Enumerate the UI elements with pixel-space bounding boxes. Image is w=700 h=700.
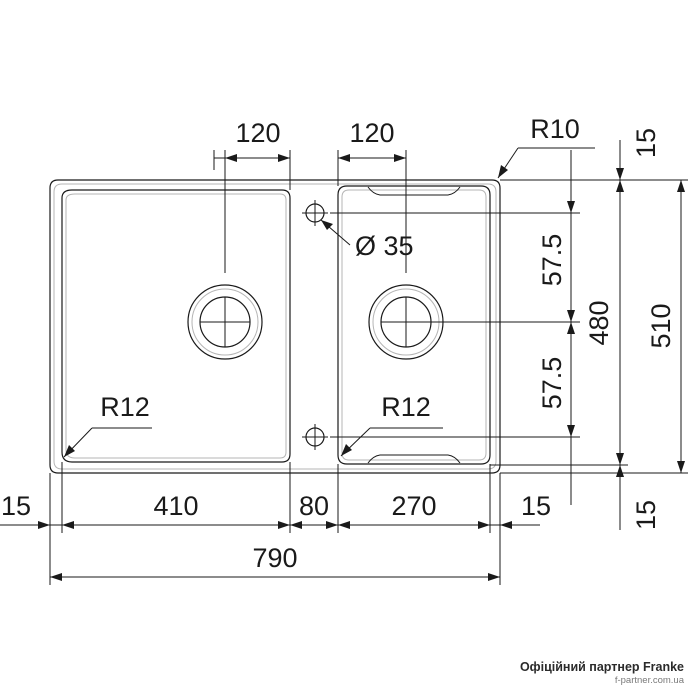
label-left-edge: 15 (1, 491, 31, 521)
label-top-margin: 15 (631, 128, 661, 158)
label-tap-offset-upper: 57.5 (537, 234, 567, 287)
label-right-bowl-width: 270 (391, 491, 436, 521)
leader-right-r12 (340, 427, 443, 457)
partner-url: f-partner.com.ua (614, 675, 684, 686)
dim-bottom-margin (616, 465, 624, 530)
leader-r10 (497, 147, 595, 179)
left-bowl-outline (61, 189, 291, 463)
label-r10: R10 (530, 114, 580, 144)
overflow-slot-bottom (367, 454, 461, 464)
sink-outer-outline (49, 179, 501, 474)
partner-watermark: Офіційний партнер Franke f-partner.com.u… (520, 660, 684, 686)
right-bowl-inner-line (341, 189, 487, 461)
left-bowl-inner-line (65, 193, 287, 459)
label-tap-offset-lower: 57.5 (537, 357, 567, 410)
dim-total-width (50, 573, 500, 581)
tap-hole-lower (302, 424, 328, 450)
label-bowl-depth: 480 (584, 300, 614, 345)
label-total-depth: 510 (646, 303, 676, 348)
label-tap-hole: Ø 35 (355, 231, 414, 261)
label-left-drain-spacing: 120 (235, 118, 280, 148)
dim-left-drain-spacing (213, 150, 291, 273)
leader-left-r12 (63, 427, 152, 458)
partner-text: Офіційний партнер Franke (519, 660, 684, 674)
label-bottom-margin: 15 (631, 500, 661, 530)
sink-outline-shadow (53, 183, 497, 470)
label-right-drain-spacing: 120 (349, 118, 394, 148)
right-bowl-outline (337, 185, 491, 465)
label-divider-width: 80 (299, 491, 329, 521)
label-right-r12: R12 (381, 392, 431, 422)
dim-bowl-depth (616, 180, 624, 465)
label-left-r12: R12 (100, 392, 150, 422)
tap-hole-upper (302, 200, 328, 226)
dim-total-depth (677, 180, 685, 473)
leader-tap-hole (320, 219, 351, 246)
dim-right-drain-spacing (337, 150, 407, 273)
dim-bottom-row (0, 521, 540, 529)
dim-tap-offset-lower (567, 322, 575, 505)
overflow-slot-top (367, 186, 461, 196)
label-left-bowl-width: 410 (153, 491, 198, 521)
label-total-width: 790 (252, 543, 297, 573)
dim-top-margin (616, 140, 624, 180)
dim-tap-offset-upper (567, 150, 575, 322)
left-drain (187, 284, 263, 360)
label-right-edge: 15 (521, 491, 551, 521)
